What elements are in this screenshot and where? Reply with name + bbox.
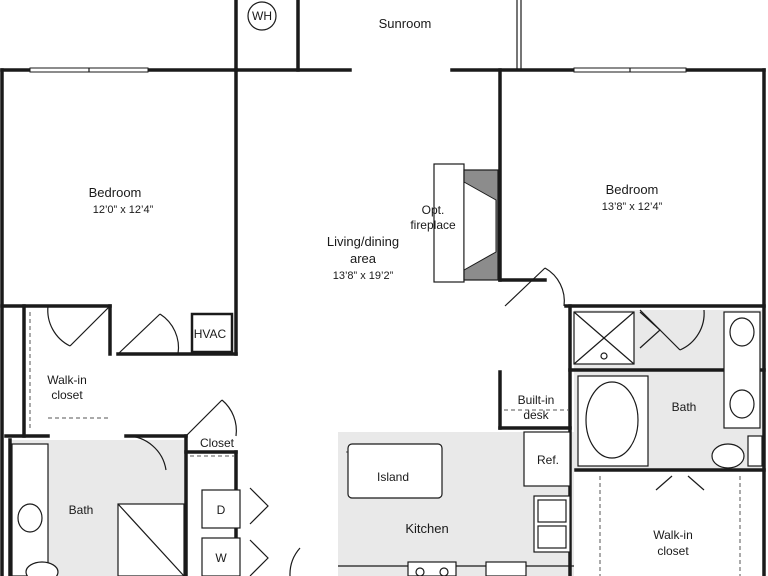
sink-icon	[729, 317, 755, 347]
water-heater-icon	[247, 1, 277, 31]
walkin-right-label-2: closet	[657, 544, 689, 558]
living-label: Living/dining	[327, 234, 399, 249]
refrigerator	[523, 431, 571, 487]
bedroom-right-label: Bedroom	[606, 182, 659, 197]
closet-label: Closet	[200, 436, 235, 450]
washer-label: W	[215, 551, 227, 565]
island-counter	[347, 443, 443, 499]
fireplace-label: Opt.	[422, 203, 445, 217]
builtin-desk-label-2: desk	[523, 408, 549, 422]
laundry	[201, 489, 241, 576]
doors	[47, 267, 705, 576]
sink-icon	[537, 525, 567, 549]
bedroom-left-label: Bedroom	[89, 185, 142, 200]
toilet-icon	[711, 443, 745, 469]
living-dimensions: 13’8” x 19’2”	[333, 270, 394, 282]
bath-right-label: Bath	[672, 400, 697, 414]
sink-icon	[729, 389, 755, 419]
bedroom-left-dimensions: 12’0” x 12’4”	[93, 204, 154, 216]
sink-icon	[537, 499, 567, 523]
sink-icon	[17, 503, 43, 533]
walkin-right-label: Walk-in	[653, 528, 693, 542]
kitchen-label: Kitchen	[405, 521, 448, 536]
island-label: Island	[377, 470, 409, 484]
ref-label: Ref.	[537, 453, 559, 467]
walkin-left-label: Walk-in	[47, 373, 87, 387]
hvac-box	[190, 312, 234, 354]
bath-right-fixtures	[573, 311, 763, 469]
walkin-left-label-2: closet	[51, 388, 83, 402]
toilet-icon	[25, 561, 59, 576]
bathtub-icon	[585, 381, 639, 459]
dryer-label: D	[217, 503, 226, 517]
hvac-label: HVAC	[194, 327, 227, 341]
fireplace-label-2: fireplace	[410, 218, 456, 232]
bath-left-label: Bath	[69, 503, 94, 517]
water-heater-label: WH	[252, 9, 272, 23]
bedroom-right-dimensions: 13’8” x 12’4”	[602, 201, 663, 213]
sunroom-label: Sunroom	[379, 16, 432, 31]
bath-left-fixtures	[11, 443, 185, 576]
kitchen-fixtures	[338, 431, 574, 576]
fireplace	[433, 163, 499, 283]
living-label-2: area	[350, 251, 377, 266]
windows	[29, 0, 687, 73]
builtin-desk-label: Built-in	[518, 393, 555, 407]
